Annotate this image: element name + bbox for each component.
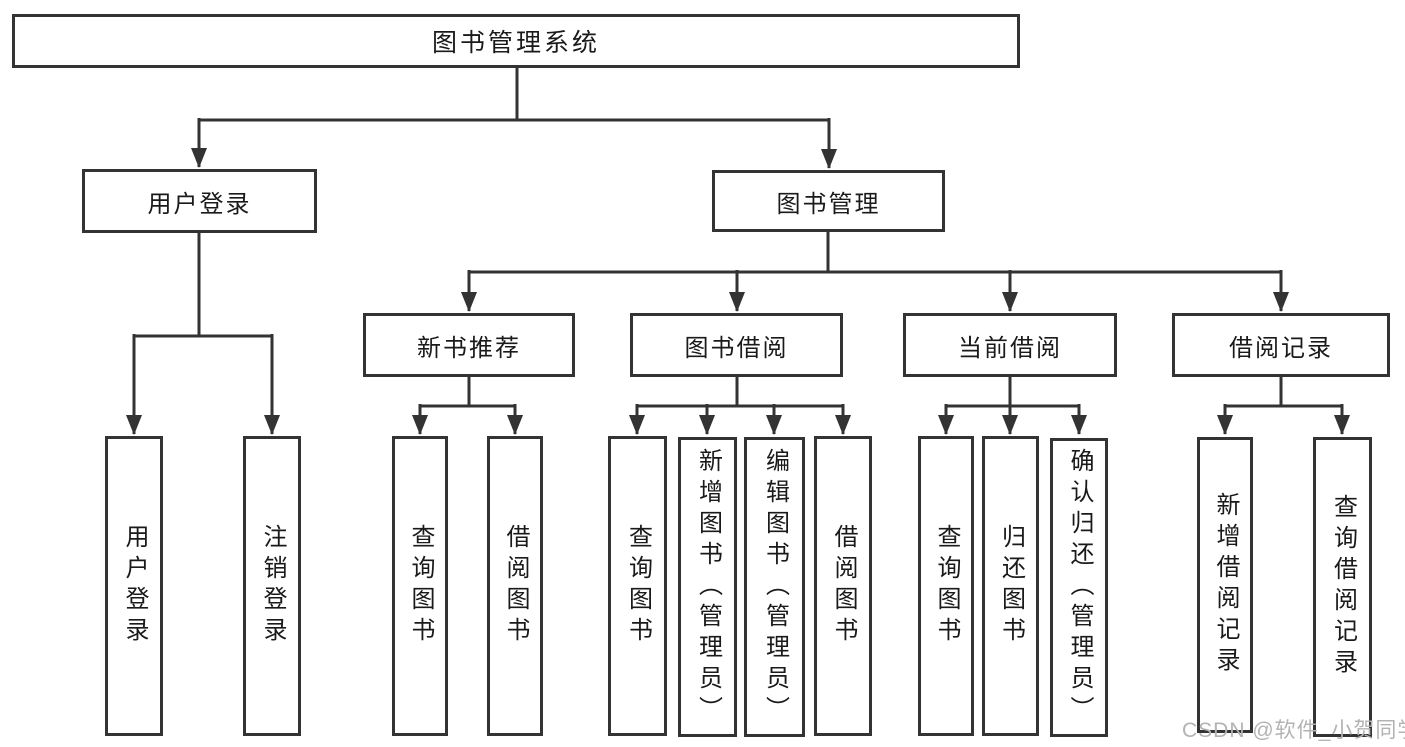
node-leaf-query-books-2: 查询图书 <box>608 436 667 736</box>
node-book-management-branch: 图书管理 <box>712 170 945 232</box>
node-leaf-logout: 注销登录 <box>243 436 301 736</box>
node-user-login-branch: 用户登录 <box>82 169 317 233</box>
node-leaf-edit-books-admin: 编辑图书（管理员） <box>744 437 805 737</box>
node-leaf-confirm-return-admin: 确认归还（管理员） <box>1050 438 1108 737</box>
node-leaf-query-borrow-record: 查询借阅记录 <box>1313 437 1372 737</box>
node-leaf-add-books-admin: 新增图书（管理员） <box>678 437 737 737</box>
node-book-borrowing: 图书借阅 <box>630 313 843 377</box>
node-leaf-user-login: 用户登录 <box>105 436 163 736</box>
node-current-borrowing: 当前借阅 <box>903 313 1117 377</box>
node-leaf-borrow-books-1: 借阅图书 <box>487 436 543 736</box>
node-leaf-return-books: 归还图书 <box>982 436 1039 736</box>
node-root-library-management-system: 图书管理系统 <box>12 14 1020 68</box>
node-borrowing-records: 借阅记录 <box>1172 313 1390 377</box>
node-leaf-add-borrow-record: 新增借阅记录 <box>1197 437 1253 733</box>
node-new-book-recommendation: 新书推荐 <box>363 313 575 377</box>
node-leaf-query-books-3: 查询图书 <box>918 436 974 736</box>
node-leaf-borrow-books-2: 借阅图书 <box>814 436 872 736</box>
node-leaf-query-books-1: 查询图书 <box>392 436 448 736</box>
csdn-watermark: CSDN @软件_小贺同学 <box>1182 719 1405 742</box>
